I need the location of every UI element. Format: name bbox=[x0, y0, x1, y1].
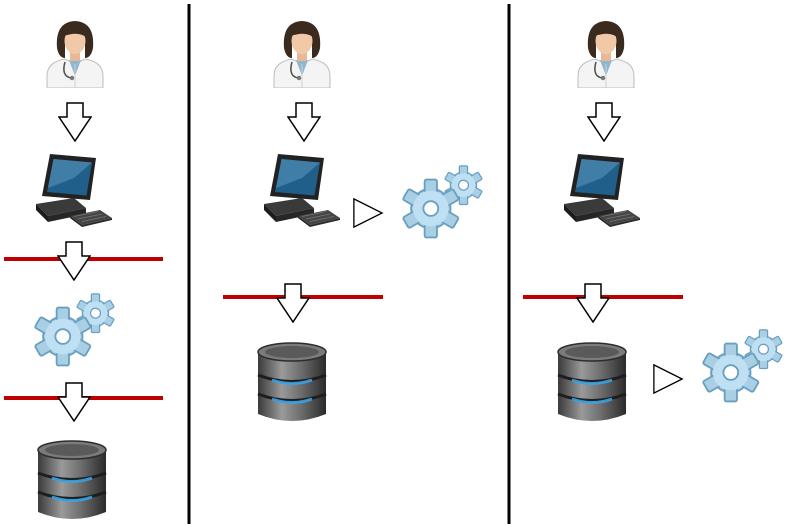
arrow-down-icon bbox=[576, 283, 610, 323]
arrow-down-icon bbox=[287, 102, 321, 142]
computer-icon bbox=[35, 153, 113, 228]
arrow-down-icon bbox=[57, 241, 91, 281]
computer-icon bbox=[263, 153, 341, 228]
gears-icon bbox=[703, 330, 783, 402]
arrow-right-icon bbox=[353, 198, 383, 228]
database-icon bbox=[256, 342, 328, 423]
database-icon bbox=[36, 440, 108, 521]
arrow-down-icon bbox=[587, 102, 621, 142]
arrow-down-icon bbox=[276, 283, 310, 323]
arrow-down-icon bbox=[58, 102, 92, 142]
database-icon bbox=[556, 342, 628, 423]
doctor-icon bbox=[46, 20, 104, 88]
gears-icon bbox=[35, 294, 115, 366]
gears-icon bbox=[403, 166, 483, 238]
doctor-icon bbox=[577, 20, 635, 88]
arrow-right-icon bbox=[653, 364, 683, 394]
panel-left bbox=[4, 20, 163, 521]
computer-icon bbox=[563, 153, 641, 228]
panel-middle bbox=[223, 20, 483, 423]
panel-right bbox=[523, 20, 783, 423]
doctor-icon bbox=[273, 20, 331, 88]
arrow-down-icon bbox=[57, 382, 91, 422]
